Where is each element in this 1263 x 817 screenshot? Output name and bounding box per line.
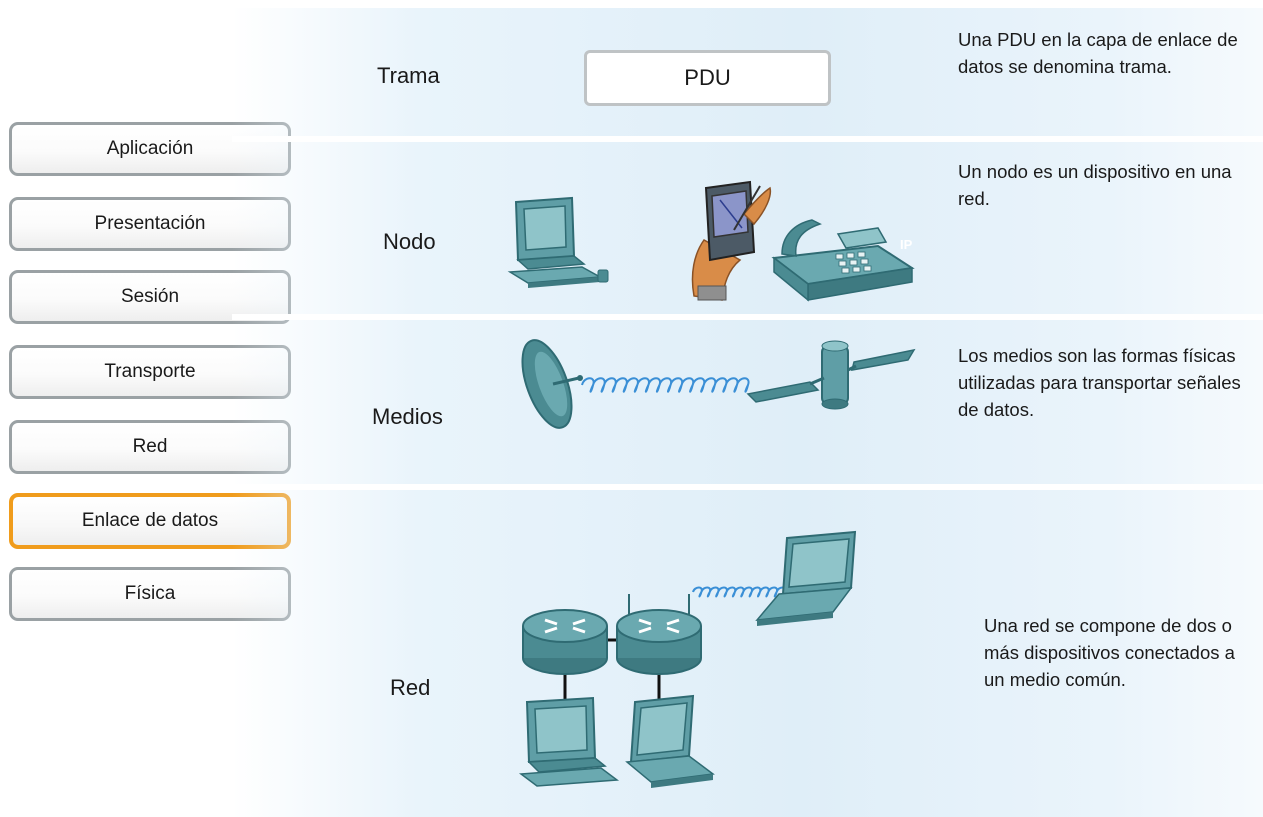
term-label-nodo: Nodo: [383, 229, 436, 254]
laptop-icon: [755, 530, 857, 626]
network-diagram: [518, 530, 857, 788]
router-icon: [616, 594, 702, 675]
row-trama: Trama PDU Una PDU en la capa de enlace d…: [232, 8, 1263, 136]
description-medios: Los medios son las formas físicas utiliz…: [958, 345, 1241, 420]
description-trama: Una PDU en la capa de enlace de datos se…: [958, 29, 1238, 77]
row-divider: [232, 136, 1263, 142]
ip-phone-badge: IP: [900, 237, 913, 252]
ip-phone-icon: [771, 219, 915, 302]
satellite-dish-icon: [521, 339, 583, 429]
desktop-computer-icon: [507, 196, 609, 288]
wireless-signal-icon: [581, 377, 750, 393]
term-label-medios: Medios: [372, 404, 443, 429]
router-icon: [522, 609, 608, 675]
terms-panel: Trama PDU Una PDU en la capa de enlace d…: [232, 0, 1263, 817]
row-divider: [232, 484, 1263, 490]
row-red: Red: [232, 490, 1263, 817]
row-medios: Medios Los medios son las formas físicas…: [232, 320, 1263, 484]
row-nodo: Nodo: [232, 142, 1263, 314]
pda-icon: [691, 180, 772, 301]
description-red: Una red se compone de dos o más disposit…: [984, 615, 1235, 690]
row-divider: [232, 314, 1263, 320]
desktop-computer-icon: [518, 696, 620, 787]
antenna-icon: [746, 340, 916, 410]
pdu-box: PDU: [584, 50, 831, 106]
term-label-red: Red: [390, 675, 431, 700]
description-nodo: Un nodo es un dispositivo en una red.: [958, 161, 1232, 209]
laptop-icon: [625, 694, 715, 788]
term-label-trama: Trama: [377, 63, 440, 88]
